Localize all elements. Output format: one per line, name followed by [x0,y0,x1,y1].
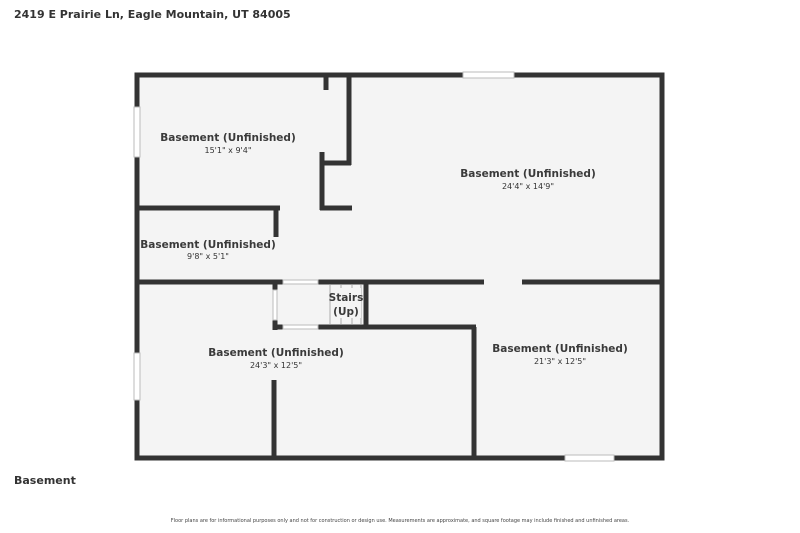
room-name: Basement (Unfinished) [208,347,344,359]
outer-wall [134,72,665,461]
room-dimensions: 21'3" x 12'5" [534,357,586,366]
room-name: Basement (Unfinished) [160,132,296,144]
room-dimensions: 9'8" x 5'1" [187,252,229,261]
stairs-direction: (Up) [333,306,359,318]
room-dimensions: 15'1" x 9'4" [204,146,251,155]
room-dimensions: 24'3" x 12'5" [250,361,302,370]
stairs-label: Stairs [329,292,364,304]
walls [134,72,665,461]
disclaimer: Floor plans are for informational purpos… [170,518,630,524]
room-name: Basement (Unfinished) [140,239,276,251]
door-opening-top [282,279,319,285]
window-left-upper [133,106,141,158]
floor-label: Basement [14,474,76,487]
door-opening-side [272,289,278,321]
room-dimensions: 24'4" x 14'9" [502,182,554,191]
door-opening-bottom [282,324,319,330]
window-bottom [564,454,615,462]
window-left-lower [133,352,141,401]
address-title: 2419 E Prairie Ln, Eagle Mountain, UT 84… [14,8,291,21]
room-name: Basement (Unfinished) [460,168,596,180]
stairs-label-bg [331,288,361,318]
room-name: Basement (Unfinished) [492,343,628,355]
floor-area [137,75,662,458]
windows [133,71,615,462]
window-top [462,71,515,79]
